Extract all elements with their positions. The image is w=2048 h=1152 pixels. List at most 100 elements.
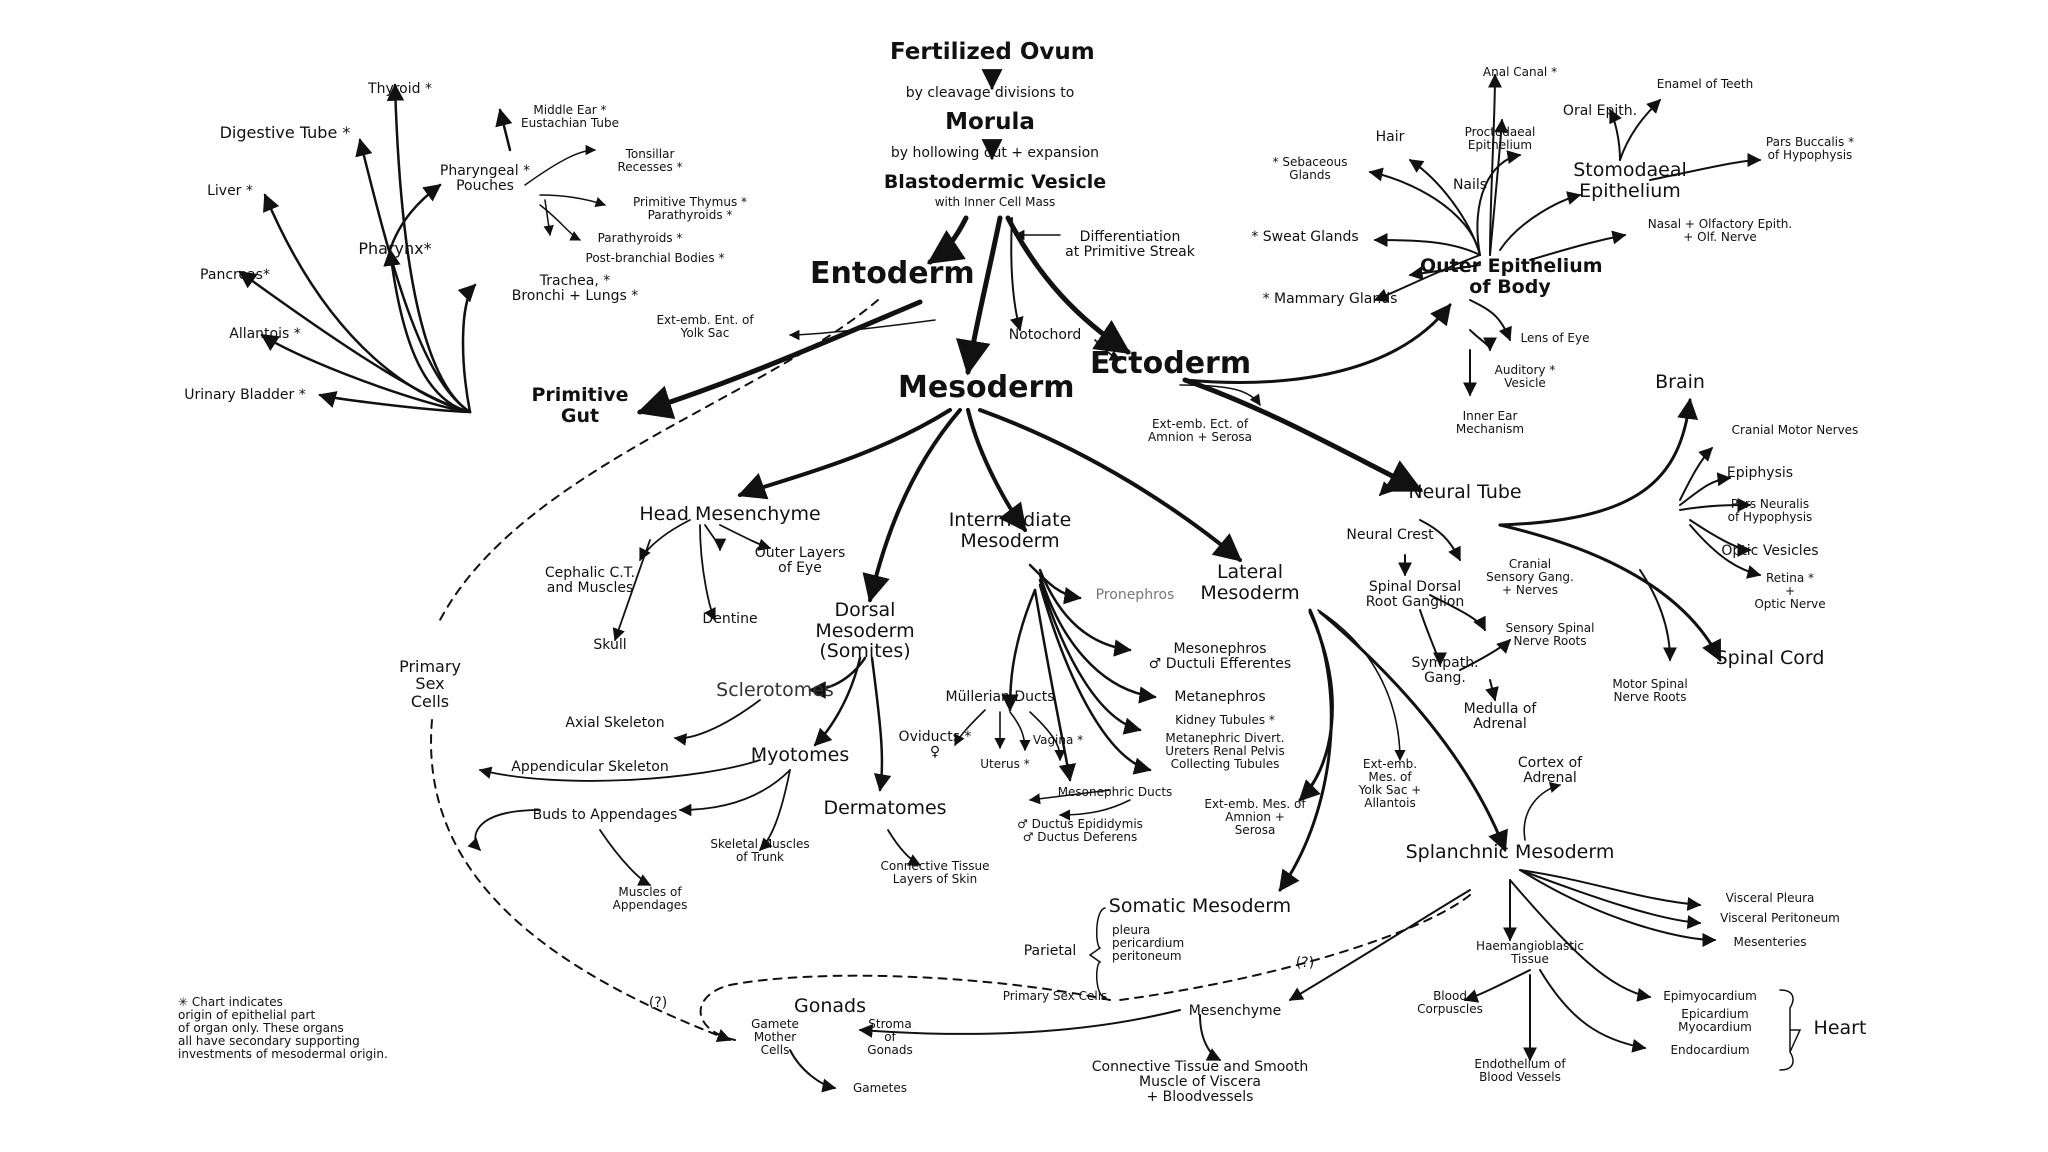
node-tonsillar: Tonsillar Recesses *: [617, 147, 683, 174]
node-motor-spinal: Motor Spinal Nerve Roots: [1612, 677, 1688, 704]
node-neural-tube: Neural Tube: [1408, 481, 1522, 503]
node-lateral-mesoderm: Lateral Mesoderm: [1200, 561, 1300, 604]
node-pancreas: Pancreas*: [200, 267, 270, 283]
node-epimyocardium: Epimyocardium: [1663, 989, 1757, 1003]
node-sensory-spinal: Sensory Spinal Nerve Roots: [1505, 621, 1595, 648]
node-somatic-mesoderm: Somatic Mesoderm: [1108, 895, 1292, 917]
node-outer-layers-eye: Outer Layers of Eye: [754, 545, 846, 577]
node-mullerian: Müllerian Ducts: [945, 689, 1055, 705]
node-parietal: Parietal: [1023, 943, 1077, 959]
node-parathyroids: Parathyroids *: [597, 231, 683, 245]
node-primitive-gut: Primitive Gut: [531, 384, 629, 427]
node-ectoderm: Ectoderm: [1090, 346, 1252, 381]
text-differentiation: Differentiation at Primitive Streak: [1065, 229, 1195, 261]
node-blood-corpuscles: Blood Corpuscles: [1417, 989, 1483, 1016]
node-mesonephros: Mesonephros ♂ Ductuli Efferentes: [1148, 641, 1292, 673]
node-primary-sex-cells: Primary Sex Cells: [399, 657, 461, 711]
node-extemb-ect: Ext-emb. Ect. of Amnion + Serosa: [1147, 417, 1253, 444]
node-trachea-lungs: Trachea, * Bronchi + Lungs *: [511, 273, 639, 305]
node-skeletal-muscles: Skeletal Muscles of Trunk: [710, 837, 810, 864]
node-muscles-appendages: Muscles of Appendages: [612, 885, 688, 912]
node-dermatomes: Dermatomes: [823, 797, 947, 819]
node-sclerotomes: Sclerotomes: [716, 679, 834, 701]
node-primitive-thymus: Primitive Thymus * Parathyroids *: [632, 195, 748, 222]
node-mesenchyme: Mesenchyme: [1188, 1003, 1282, 1019]
node-metanephros: Metanephros: [1174, 689, 1266, 705]
node-spinal-cord: Spinal Cord: [1715, 647, 1825, 669]
node-oviducts: Oviducts * ♀: [898, 729, 972, 761]
node-middle-ear: Middle Ear * Eustachian Tube: [521, 103, 619, 130]
node-myotomes: Myotomes: [750, 744, 850, 766]
node-pharynx: Pharynx*: [358, 239, 432, 258]
node-endothelium: Endothelium of Blood Vessels: [1474, 1057, 1566, 1084]
node-nasal-olfactory: Nasal + Olfactory Epith. + Olf. Nerve: [1647, 217, 1793, 244]
node-outer-epithelium: Outer Epithelium of Body: [1420, 255, 1603, 298]
footnote: ✳ Chart indicates origin of epithelial p…: [178, 995, 388, 1061]
node-liver: Liver *: [207, 183, 253, 199]
node-retina: Retina * + Optic Nerve: [1754, 571, 1826, 611]
node-visceral-peritoneum: Visceral Peritoneum: [1720, 911, 1840, 925]
node-cranial-sensory: Cranial Sensory Gang. + Nerves: [1486, 557, 1574, 597]
node-gametes: Gametes: [852, 1081, 908, 1095]
node-digestive-tube: Digestive Tube *: [219, 123, 351, 142]
node-extemb-ent: Ext-emb. Ent. of Yolk Sac: [656, 313, 754, 340]
node-nails: Nails: [1452, 177, 1488, 193]
node-metanephric: Metanephric Divert. Ureters Renal Pelvis…: [1165, 731, 1285, 771]
node-mesenteries: Mesenteries: [1733, 935, 1807, 949]
node-kidney-tubules: Kidney Tubules *: [1175, 713, 1275, 727]
node-primary-sex-cells-mid: Primary Sex Cells: [1002, 989, 1108, 1003]
node-allantois: Allantois *: [229, 326, 301, 342]
node-dentine: Dentine: [702, 611, 758, 627]
node-optic-vesicles: Optic Vesicles: [1721, 543, 1819, 559]
node-haemangioblastic: Haemangioblastic Tissue: [1476, 939, 1584, 966]
node-mesonephric-ducts: Mesonephric Ducts: [1057, 785, 1173, 799]
node-thyroid: Thyroid *: [368, 81, 432, 97]
node-sympath-gang: Sympath. Gang.: [1411, 655, 1479, 687]
node-pharyngeal-pouches: Pharyngeal * Pouches: [439, 163, 531, 195]
node-cephalic: Cephalic C.T. and Muscles: [544, 565, 636, 597]
node-morula: Morula: [945, 109, 1035, 135]
node-splanchnic-mesoderm: Splanchnic Mesoderm: [1405, 841, 1615, 863]
node-blastodermic-vesicle: Blastodermic Vesicle: [883, 171, 1107, 193]
node-ductus: ♂ Ductus Epididymis ♂ Ductus Deferens: [1017, 817, 1143, 844]
node-mammary-glands: * Mammary Glands: [1262, 291, 1398, 307]
node-stroma-gonads: Stroma of Gonads: [867, 1017, 913, 1057]
node-epicardium-myocardium: Epicardium Myocardium: [1678, 1007, 1752, 1034]
node-inner-ear: Inner Ear Mechanism: [1455, 409, 1525, 436]
question-mark-right: (?): [1295, 955, 1315, 971]
node-dorsal-mesoderm: Dorsal Mesoderm (Somites): [815, 599, 915, 663]
text-inner-cell-mass: with Inner Cell Mass: [934, 195, 1056, 209]
node-epiphysis: Epiphysis: [1726, 465, 1794, 481]
node-visceral-pleura: Visceral Pleura: [1725, 891, 1815, 905]
node-extemb-mes-yolk: Ext-emb. Mes. of Yolk Sac + Allantois: [1358, 757, 1422, 810]
node-connective-skin: Connective Tissue Layers of Skin: [880, 859, 990, 886]
node-gonads: Gonads: [794, 995, 866, 1017]
node-pars-buccalis: Pars Buccalis * of Hypophysis: [1765, 135, 1855, 162]
node-mesoderm: Mesoderm: [898, 370, 1075, 405]
node-pronephros: Pronephros: [1095, 587, 1175, 603]
node-spinal-dorsal: Spinal Dorsal Root Ganglion: [1365, 579, 1465, 611]
node-medulla-adrenal: Medulla of Adrenal: [1463, 701, 1537, 733]
node-proctodaeal: Proctodaeal Epithelium: [1464, 125, 1536, 152]
node-sweat-glands: * Sweat Glands: [1251, 229, 1359, 245]
node-skull: Skull: [593, 637, 627, 653]
node-axial-skeleton: Axial Skeleton: [565, 715, 665, 731]
node-connective-viscera: Connective Tissue and Smooth Muscle of V…: [1091, 1059, 1309, 1106]
node-heart: Heart: [1813, 1017, 1867, 1039]
node-uterus: Uterus *: [980, 757, 1030, 771]
node-hair: Hair: [1375, 129, 1405, 145]
node-buds-appendages: Buds to Appendages: [532, 807, 678, 823]
node-appendicular: Appendicular Skeleton: [511, 759, 669, 775]
node-urinary-bladder: Urinary Bladder *: [184, 387, 306, 403]
node-intermediate-mesoderm: Intermediate Mesoderm: [948, 509, 1072, 552]
text-hollowing: by hollowing out + expansion: [890, 145, 1100, 161]
node-notochord: Notochord: [1008, 327, 1082, 343]
node-stomodaeal: Stomodaeal Epithelium: [1573, 159, 1687, 202]
node-endocardium: Endocardium: [1670, 1043, 1750, 1057]
node-anal-canal: Anal Canal *: [1482, 65, 1558, 79]
node-postbranchial: Post-branchial Bodies *: [585, 251, 725, 265]
node-head-mesenchyme: Head Mesenchyme: [639, 503, 821, 525]
node-auditory-vesicle: Auditory * Vesicle: [1494, 363, 1556, 390]
